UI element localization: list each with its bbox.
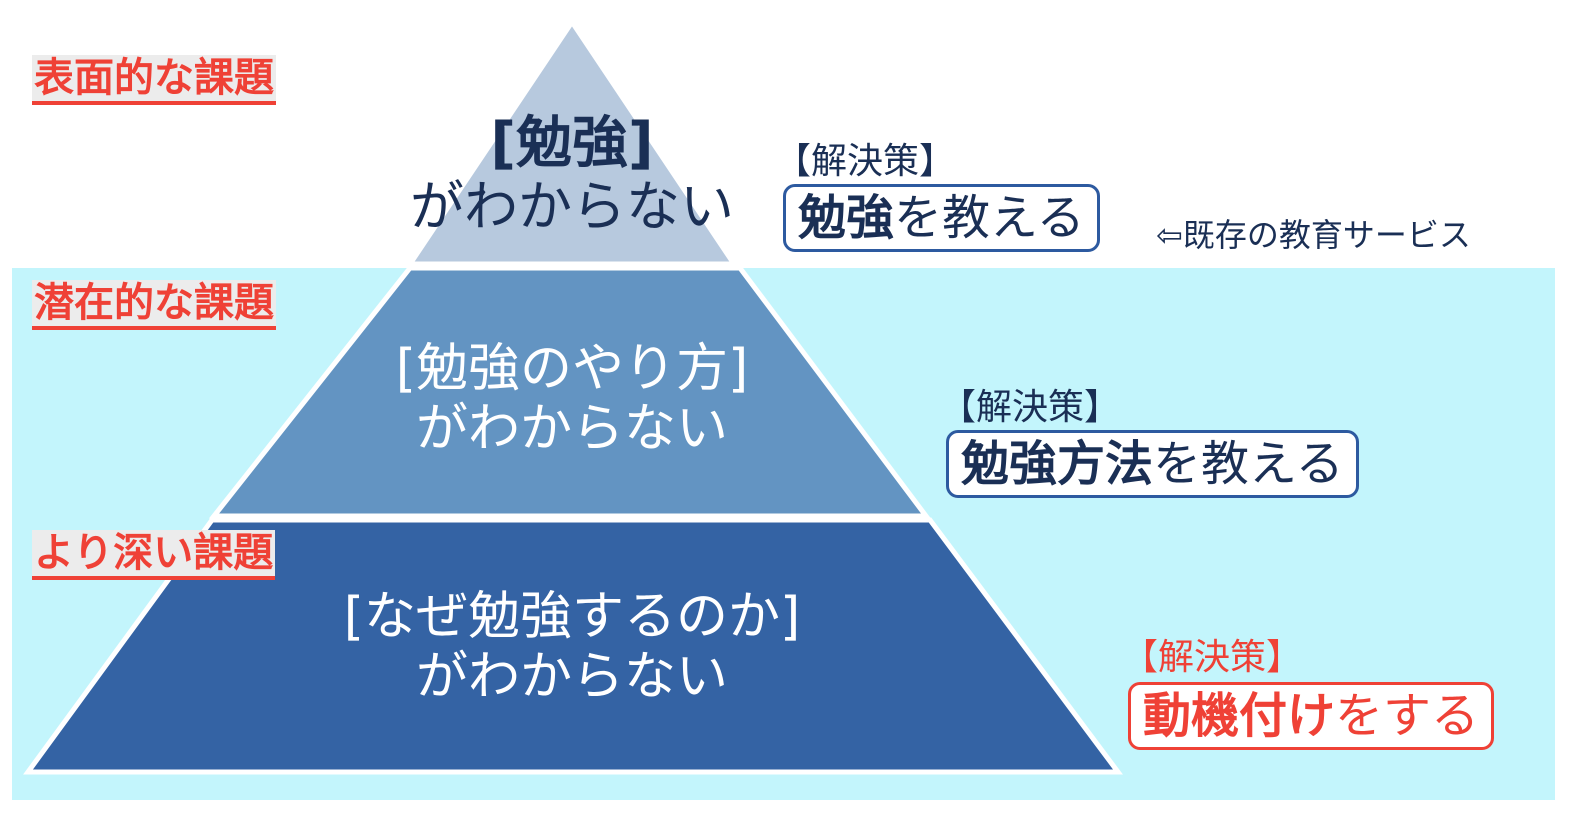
solution-1-emphasis: 勉強 [798, 190, 895, 246]
tier-middle-line2: がわからない [415, 398, 728, 459]
solution-3-emphasis: 動機付け [1143, 688, 1336, 744]
tier-middle-line1: [勉強のやり方] [395, 339, 749, 399]
solution-3-rest: をする [1335, 688, 1480, 744]
tier-top-text: [勉強] がわからない [322, 111, 822, 239]
pyramid-tier-top [405, 17, 739, 267]
existing-service-note: ⇦既存の教育サービス [1156, 216, 1471, 254]
solution-2-heading: 【解決策】 [940, 387, 1121, 428]
solution-1-heading: 【解決策】 [775, 141, 956, 182]
solution-1-rest: を教える [894, 190, 1085, 246]
label-surface-issue: 表面的な課題 [32, 55, 276, 105]
pyramid-tier-middle [208, 265, 931, 519]
label-deeper-issue: より深い課題 [32, 530, 276, 580]
tier-bottom-text: [なぜ勉強するのか] がわからない [272, 587, 872, 708]
tier-bottom-line2: がわからない [415, 646, 728, 707]
solution-3-box: 動機付けをする [1128, 682, 1495, 750]
tier-top-line1: [勉強] [490, 111, 654, 176]
solution-3-heading: 【解決策】 [1122, 637, 1303, 678]
tier-middle-text: [勉強のやり方] がわからない [322, 339, 822, 460]
tier-top-line2: がわからない [410, 175, 734, 239]
label-latent-issue: 潜在的な課題 [32, 280, 276, 330]
solution-2-rest: を教える [1153, 436, 1344, 492]
solution-2-box: 勉強方法を教える [946, 430, 1359, 498]
solution-2-emphasis: 勉強方法 [961, 436, 1154, 492]
solution-1-box: 勉強を教える [783, 184, 1100, 252]
pyramid-tier-bottom [23, 517, 1123, 775]
tier-bottom-line1: [なぜ勉強するのか] [343, 587, 801, 647]
